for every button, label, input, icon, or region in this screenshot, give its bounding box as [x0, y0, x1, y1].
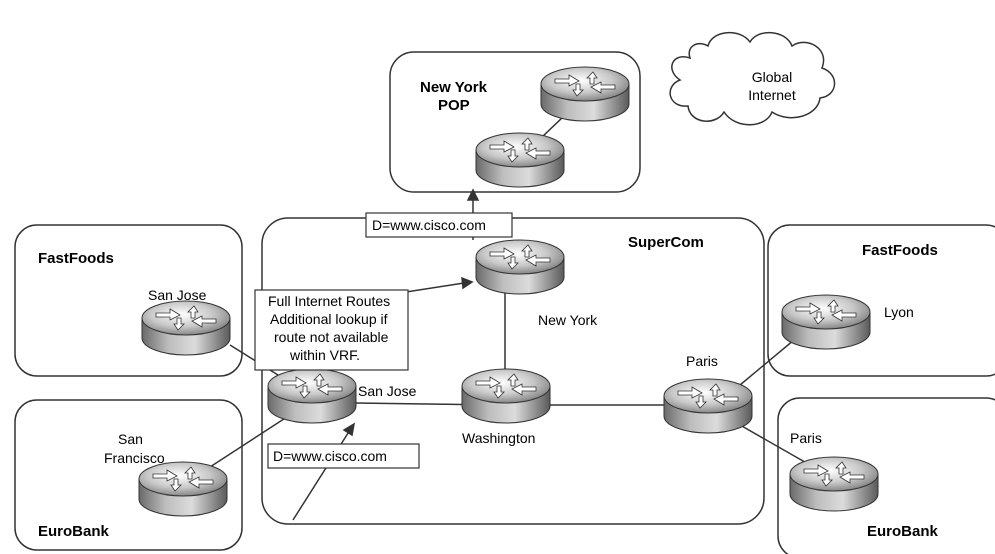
router-pop-gateway	[475, 132, 565, 188]
note-line3: route not available	[274, 329, 389, 345]
fastfoods-right-title: FastFoods	[862, 242, 938, 259]
cloud-label-line2: Internet	[748, 87, 796, 103]
cloud-label-line1: Global	[752, 69, 792, 85]
link-paris-eurobank	[739, 424, 811, 466]
note-line1: Full Internet Routes	[268, 293, 390, 309]
pop-title-line1: New York	[420, 79, 488, 96]
router-lyon	[781, 294, 871, 350]
label-eurobank-paris: Paris	[790, 430, 822, 446]
callout-bottom-box	[267, 443, 420, 469]
label-paris: Paris	[686, 353, 718, 369]
router-paris	[663, 378, 753, 434]
router-san-francisco	[138, 461, 228, 517]
callout-top-box	[365, 212, 513, 238]
label-washington: Washington	[462, 430, 535, 446]
link-paris-lyon	[739, 334, 801, 386]
note-box	[254, 289, 409, 371]
router-fastfoods-san-jose	[141, 300, 231, 356]
router-pop-upper	[540, 66, 630, 122]
router-eurobank-paris	[789, 456, 879, 512]
callout-top-text: D=www.cisco.com	[372, 217, 486, 233]
label-san-francisco-line2: Francisco	[104, 450, 165, 466]
router-new-york	[475, 239, 565, 295]
callout-bottom-text: D=www.cisco.com	[273, 448, 387, 464]
note-line4: within VRF.	[289, 347, 360, 363]
eurobank-right-box	[777, 397, 995, 554]
supercom-title: SuperCom	[628, 234, 704, 251]
label-new-york: New York	[538, 312, 598, 328]
note-line2: Additional lookup if	[270, 311, 388, 327]
label-san-francisco-line1: San	[118, 431, 143, 447]
label-fastfoods-san-jose: San Jose	[148, 287, 207, 303]
router-san-jose	[267, 368, 357, 424]
router-washington	[461, 368, 551, 424]
eurobank-left-title: EuroBank	[38, 523, 110, 540]
eurobank-right-title: EuroBank	[867, 523, 939, 540]
pop-title-line2: POP	[438, 97, 470, 114]
fastfoods-left-box	[14, 224, 243, 377]
label-core-san-jose: San Jose	[358, 383, 417, 399]
label-lyon: Lyon	[884, 304, 914, 320]
global-internet-cloud	[669, 32, 836, 126]
fastfoods-left-title: FastFoods	[38, 250, 114, 267]
